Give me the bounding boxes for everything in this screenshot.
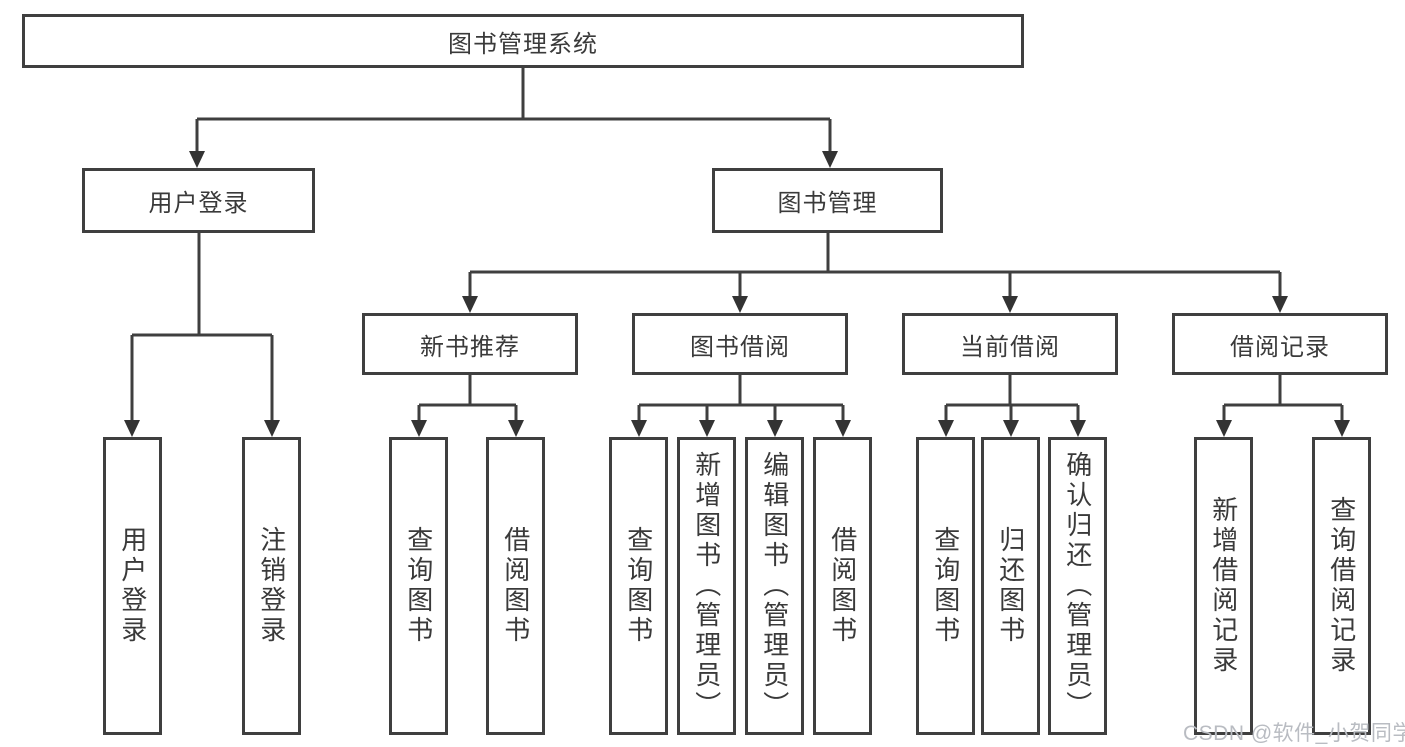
connector-root	[195, 68, 832, 153]
leaf-logout: 注销登录	[242, 437, 301, 735]
leaf-user-login: 用户登录	[103, 437, 162, 735]
node-root-label: 图书管理系统	[448, 30, 598, 58]
leaf-label: 用户登录	[117, 526, 148, 646]
leaf-newbook-borrow-books: 借阅图书	[486, 437, 545, 735]
connector-borrow-records	[1222, 375, 1344, 424]
leaf-newbook-query-books: 查询图书	[389, 437, 448, 735]
leaf-label: 查询借阅记录	[1326, 496, 1357, 676]
leaf-borrow-query-books: 查询图书	[609, 437, 668, 735]
leaf-label: 查询图书	[930, 526, 961, 646]
connector-book-borrow	[637, 375, 845, 424]
leaf-query-borrow-record: 查询借阅记录	[1312, 437, 1371, 735]
arrow-icon	[411, 420, 427, 437]
node-label: 当前借阅	[960, 333, 1060, 361]
node-label: 用户登录	[148, 190, 249, 217]
leaf-label: 编辑图书（管理员）	[759, 451, 790, 721]
leaf-label: 查询图书	[623, 526, 654, 646]
csdn-watermark: CSDN @软件_小贺同学	[1183, 722, 1405, 745]
leaf-label: 新增图书（管理员）	[691, 451, 722, 721]
arrow-icon	[938, 420, 954, 437]
node-book-borrowing: 图书借阅	[632, 313, 848, 375]
node-book-management: 图书管理	[712, 168, 943, 233]
node-user-login-group: 用户登录	[82, 168, 315, 233]
arrow-icon	[124, 420, 140, 437]
leaf-label: 归还图书	[995, 526, 1026, 646]
arrow-icon	[767, 420, 783, 437]
connector-current-borrow	[944, 375, 1080, 424]
leaf-edit-books-admin: 编辑图书（管理员）	[745, 437, 804, 735]
arrow-icon	[264, 420, 280, 437]
connector-new-book	[417, 375, 518, 424]
arrow-icon	[1334, 420, 1350, 437]
leaf-label: 查询图书	[403, 526, 434, 646]
arrow-icon	[1002, 296, 1018, 313]
leaf-label: 借阅图书	[500, 526, 531, 646]
leaf-label: 确认归还（管理员）	[1062, 451, 1093, 721]
arrow-icon	[835, 420, 851, 437]
node-label: 图书管理	[777, 190, 878, 217]
leaf-confirm-return-admin: 确认归还（管理员）	[1048, 437, 1107, 735]
connector-book-mgmt	[468, 233, 1282, 298]
leaf-current-query-books: 查询图书	[916, 437, 975, 735]
arrow-icon	[1216, 420, 1232, 437]
arrow-icon	[1272, 296, 1288, 313]
arrow-icon	[699, 420, 715, 437]
leaf-label: 注销登录	[256, 526, 287, 646]
leaf-add-borrow-record: 新增借阅记录	[1194, 437, 1253, 735]
node-label: 图书借阅	[690, 333, 790, 361]
arrow-icon	[1070, 420, 1086, 437]
leaf-borrow-books: 借阅图书	[813, 437, 872, 735]
leaf-label: 新增借阅记录	[1208, 496, 1239, 676]
leaf-add-books-admin: 新增图书（管理员）	[677, 437, 736, 735]
arrow-icon	[631, 420, 647, 437]
connector-user-login	[130, 233, 274, 424]
arrow-icon	[732, 296, 748, 313]
node-borrow-records: 借阅记录	[1172, 313, 1388, 375]
node-label: 新书推荐	[420, 333, 520, 361]
leaf-label: 借阅图书	[827, 526, 858, 646]
arrow-icon	[822, 151, 838, 168]
node-new-book-recommend: 新书推荐	[362, 313, 578, 375]
node-label: 借阅记录	[1230, 333, 1330, 361]
arrow-icon	[189, 151, 205, 168]
node-root: 图书管理系统	[22, 14, 1024, 68]
node-current-borrowing: 当前借阅	[902, 313, 1118, 375]
arrow-icon	[462, 296, 478, 313]
arrow-icon	[1003, 420, 1019, 437]
leaf-return-books: 归还图书	[981, 437, 1040, 735]
arrow-icon	[508, 420, 524, 437]
